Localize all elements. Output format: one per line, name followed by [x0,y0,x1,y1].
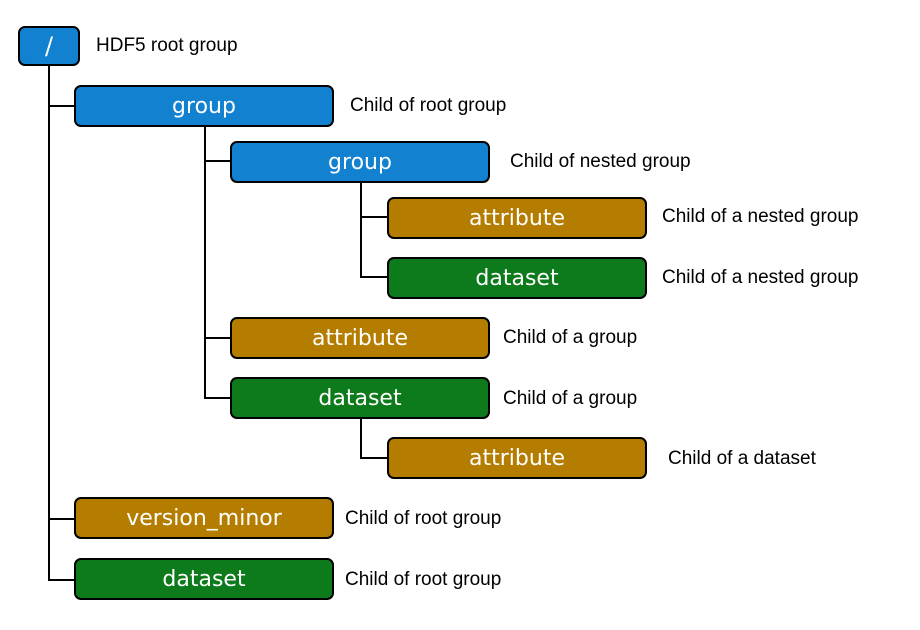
group-description: Child of root group [350,95,507,116]
connector-group-to-attribute [204,337,232,339]
nested-group-dataset-node[interactable]: dataset [387,257,647,299]
group-dataset-node[interactable]: dataset [230,377,490,419]
connector-group-trunk [204,126,206,399]
connector-root-to-dataset [48,579,76,581]
connector-root-to-version-minor [48,518,76,520]
group-attribute-node[interactable]: attribute [230,317,490,359]
root-dataset-description: Child of root group [345,569,502,590]
root-group-description: HDF5 root group [96,35,238,56]
nested-group-attribute-description: Child of a nested group [662,206,859,227]
connector-nested-group-to-dataset [360,276,388,278]
nested-group-description: Child of nested group [510,151,691,172]
connector-dataset-trunk [360,418,362,459]
connector-root-trunk [48,66,50,580]
connector-root-to-group [48,105,76,107]
connector-nested-group-to-attribute [360,216,388,218]
version-minor-description: Child of root group [345,508,502,529]
root-group-node[interactable]: / [18,26,80,66]
version-minor-node[interactable]: version_minor [74,497,334,539]
connector-group-to-nested-group [204,160,232,162]
dataset-attribute-description: Child of a dataset [668,448,816,469]
dataset-attribute-node[interactable]: attribute [387,437,647,479]
group-attribute-description: Child of a group [503,327,638,348]
nested-group-attribute-node[interactable]: attribute [387,197,647,239]
connector-group-to-dataset [204,397,232,399]
connector-nested-group-trunk [360,182,362,278]
connector-dataset-to-attribute [360,457,388,459]
nested-group-dataset-description: Child of a nested group [662,267,859,288]
nested-group-node[interactable]: group [230,141,490,183]
root-dataset-node[interactable]: dataset [74,558,334,600]
group-dataset-description: Child of a group [503,388,638,409]
group-node[interactable]: group [74,85,334,127]
